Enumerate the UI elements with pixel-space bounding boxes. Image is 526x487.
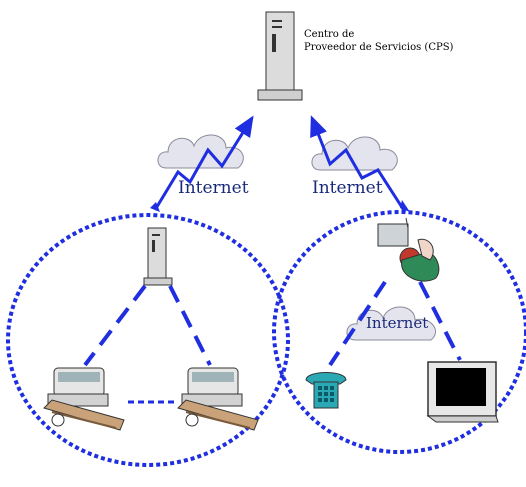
- tv-icon: [426, 361, 499, 423]
- left-domain-circle: [6, 213, 290, 467]
- internet-label-inner: Internet: [366, 314, 429, 332]
- link-left-a: [83, 284, 147, 367]
- link-right: [310, 115, 407, 213]
- link-left: [153, 115, 254, 211]
- link-right-a: [328, 280, 387, 367]
- computer-icon: [177, 367, 259, 431]
- right-domain-circle: [272, 210, 526, 454]
- server-icon: [143, 227, 173, 286]
- cloud-icon: [157, 134, 244, 169]
- server-icon: [257, 11, 303, 101]
- person-icon: [377, 217, 440, 282]
- link-left-b: [168, 285, 212, 366]
- phone-icon: [305, 372, 347, 409]
- server-label-line2: Proveedor de Servicios (CPS): [304, 42, 454, 53]
- computer-icon: [43, 367, 125, 431]
- server-label: Centro de Proveedor de Servicios (CPS): [304, 28, 453, 54]
- link-right-b: [418, 281, 462, 361]
- cloud-icon: [346, 306, 437, 341]
- server-label-line1: Centro de: [304, 29, 355, 40]
- internet-label-right: Internet: [312, 178, 383, 198]
- internet-label-left: Internet: [178, 178, 249, 198]
